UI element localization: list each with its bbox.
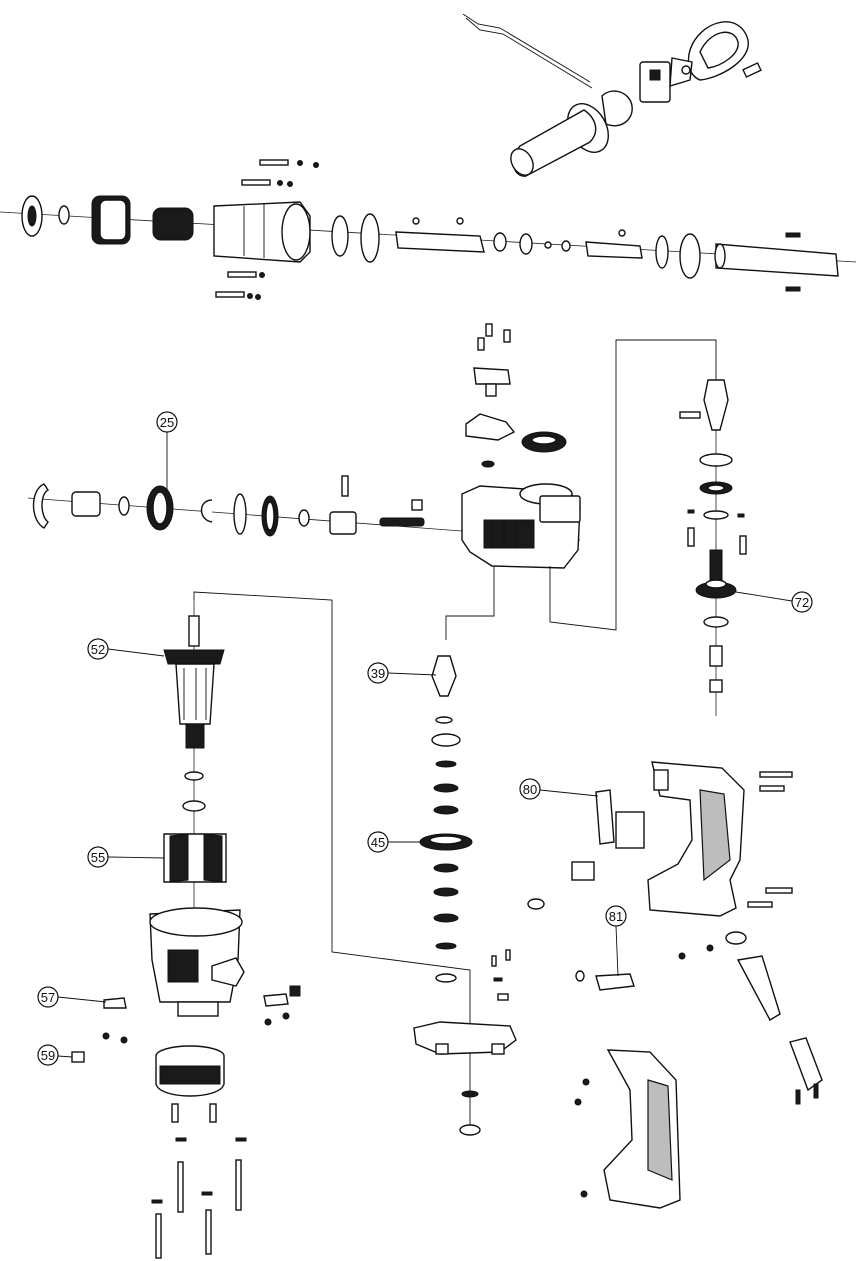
callout-80: 80 (519, 778, 599, 800)
callout-25: 25 (156, 411, 178, 490)
callout-52: 52 (87, 638, 165, 660)
svg-text:52: 52 (91, 642, 105, 657)
svg-text:55: 55 (91, 850, 105, 865)
callout-45: 45 (367, 831, 420, 853)
middle-gear-stack (413, 655, 517, 1136)
svg-text:57: 57 (41, 990, 55, 1005)
svg-text:80: 80 (523, 782, 537, 797)
callout-39: 39 (367, 662, 437, 684)
motor-assembly (71, 615, 301, 1259)
svg-text:39: 39 (371, 666, 385, 681)
handle-housing-assembly (527, 761, 823, 1209)
callout-55: 55 (87, 846, 165, 868)
callout-72: 72 (735, 591, 813, 613)
chuck-barrel-row (21, 159, 839, 300)
svg-text:45: 45 (371, 835, 385, 850)
right-gear-stack (679, 379, 747, 693)
callout-59: 59 (37, 1044, 73, 1066)
leader-lines (193, 339, 717, 1130)
callout-81: 81 (605, 905, 627, 977)
callout-57: 57 (37, 986, 107, 1008)
svg-text:72: 72 (795, 595, 809, 610)
svg-text:25: 25 (160, 415, 174, 430)
svg-text:59: 59 (41, 1048, 55, 1063)
svg-text:81: 81 (609, 909, 623, 924)
spindle-gear-row (32, 323, 581, 569)
side-handle-assembly (462, 13, 762, 177)
